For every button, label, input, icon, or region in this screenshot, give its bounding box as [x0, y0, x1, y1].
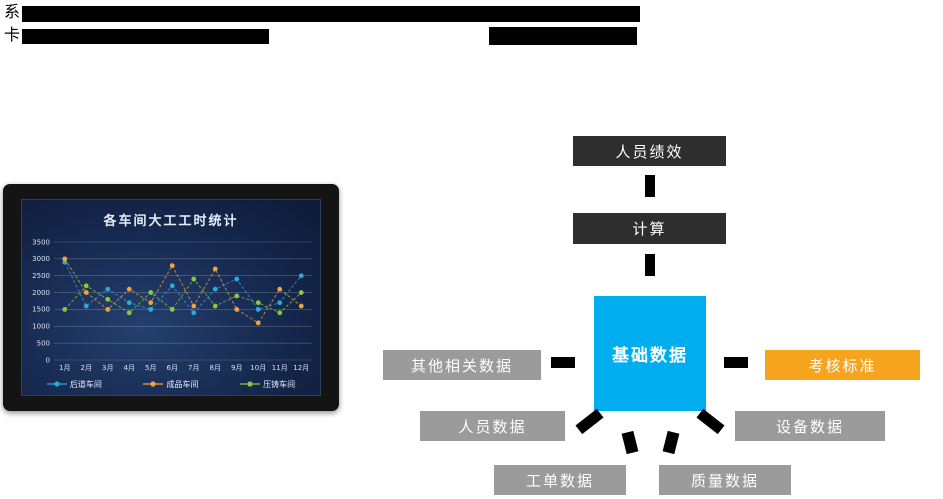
box-other-related-data: 其他相关数据: [383, 350, 541, 380]
svg-text:8月: 8月: [210, 364, 221, 372]
box-base-data: 基础数据: [594, 296, 706, 411]
redacted-text-bar: [22, 6, 640, 22]
svg-text:0: 0: [46, 356, 50, 364]
arrow-up-right-icon: [575, 408, 604, 435]
legend-item: 成品车间: [143, 379, 198, 390]
chart-title: 各车间大工工时统计: [103, 214, 239, 229]
svg-text:2500: 2500: [32, 272, 50, 280]
svg-text:3000: 3000: [32, 255, 50, 263]
box-calculate: 计算: [573, 213, 726, 244]
arrow-down-icon: [645, 254, 655, 276]
svg-text:500: 500: [37, 339, 50, 347]
arrow-right-icon: [551, 357, 575, 368]
header-line1-text: 系: [4, 2, 21, 21]
legend-item: 后道车间: [46, 379, 102, 390]
arrow-up-left-icon: [696, 408, 725, 435]
svg-text:5月: 5月: [145, 364, 156, 372]
arrow-up-icon: [662, 430, 680, 455]
svg-text:4月: 4月: [124, 364, 135, 372]
svg-text:7月: 7月: [188, 364, 199, 372]
svg-text:9月: 9月: [231, 364, 242, 372]
legend-item: 压铸车间: [240, 379, 295, 390]
box-personnel-performance: 人员绩效: [573, 136, 726, 166]
box-equipment-data: 设备数据: [735, 411, 885, 441]
box-workorder-data: 工单数据: [494, 465, 626, 495]
svg-text:10月: 10月: [250, 364, 266, 372]
svg-text:12月: 12月: [293, 364, 309, 372]
svg-text:1月: 1月: [59, 364, 70, 372]
svg-text:3500: 3500: [32, 238, 50, 246]
arrow-up-icon: [621, 430, 639, 455]
svg-text:2月: 2月: [81, 364, 92, 372]
redacted-text-bar: [489, 27, 637, 45]
chart-legend: 后道车间 成品车间 压铸车间: [26, 377, 316, 391]
device-screen: 各车间大工工时统计 0 500 1000 1500 2000 2500 3000 3500 1月…: [21, 199, 321, 396]
svg-text:11月: 11月: [272, 364, 288, 372]
svg-text:2000: 2000: [32, 289, 50, 297]
redacted-text-bar: [22, 29, 269, 44]
svg-text:3月: 3月: [102, 364, 113, 372]
svg-text:1500: 1500: [32, 306, 50, 314]
box-quality-data: 质量数据: [659, 465, 791, 495]
header-line2-text: 卡: [4, 25, 21, 44]
arrow-down-icon: [645, 175, 655, 197]
box-assessment-standard: 考核标准: [765, 350, 920, 380]
workshop-hours-line-chart: 0 500 1000 1500 2000 2500 3000 3500 1月 2月 3月 4月 5月 6月…: [32, 238, 312, 372]
svg-text:6月: 6月: [167, 364, 178, 372]
svg-text:1000: 1000: [32, 323, 50, 331]
arrow-left-icon: [724, 357, 748, 368]
tablet-device: 各车间大工工时统计 0 500 1000 1500 2000 2500 3000 3500 1月…: [3, 184, 339, 411]
box-personnel-data: 人员数据: [420, 411, 565, 441]
